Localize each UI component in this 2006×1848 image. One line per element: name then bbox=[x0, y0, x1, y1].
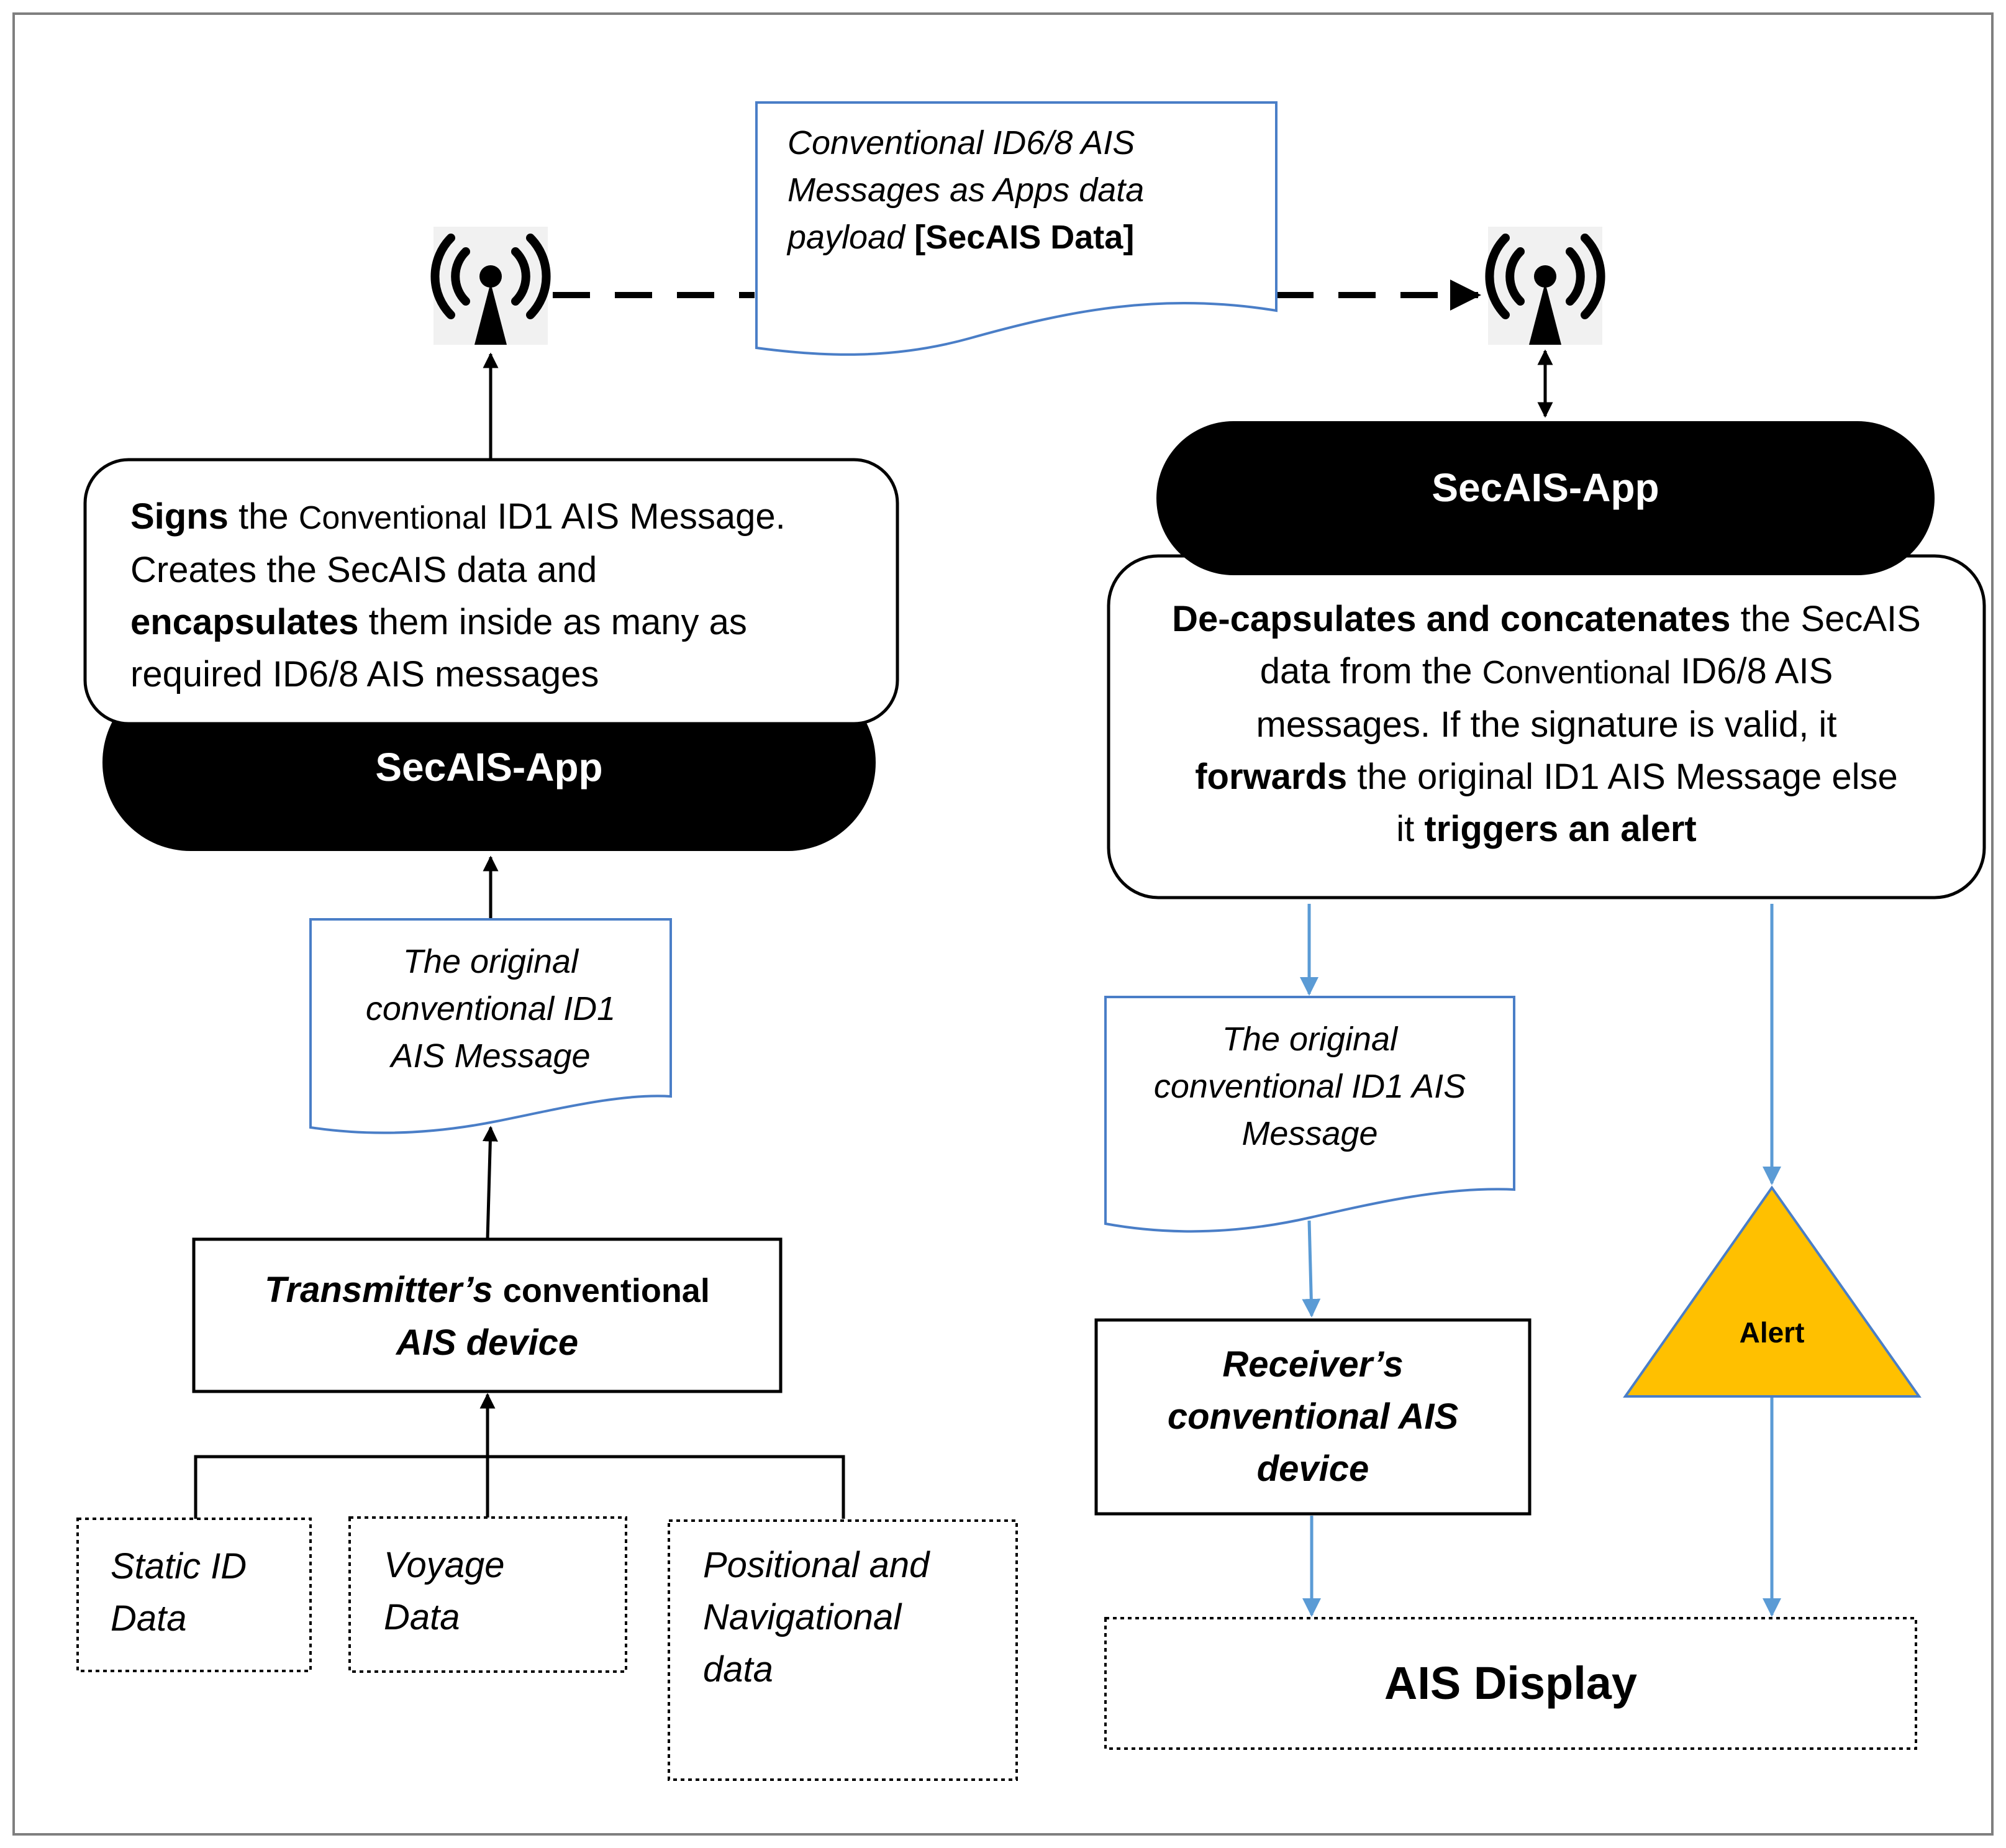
desc-word: Conventional bbox=[1482, 655, 1671, 691]
desc-word: Conventional bbox=[298, 500, 488, 536]
msg-line: The original bbox=[1222, 1021, 1398, 1058]
transmitter-device-label: Transmitter’s conventional AIS device bbox=[194, 1264, 781, 1369]
receiver-app-pill bbox=[1156, 421, 1935, 575]
forwards-word: forwards bbox=[1195, 757, 1348, 797]
desc-line: required ID6/8 AIS messages bbox=[130, 654, 599, 694]
transmitter-app-desc-box bbox=[83, 458, 899, 726]
device-word: conventional bbox=[502, 1272, 710, 1309]
desc-word: ID1 AIS Message. bbox=[497, 496, 786, 537]
top-message-text: Conventional ID6/8 AIS Messages as Apps … bbox=[787, 119, 1259, 261]
device-line: conventional AIS bbox=[1167, 1396, 1459, 1437]
receiver-message-document bbox=[1104, 996, 1515, 1233]
desc-line: messages. If the signature is valid, it bbox=[1256, 704, 1837, 745]
arrow-device-to-message bbox=[482, 1126, 498, 1240]
outer-frame bbox=[12, 12, 1994, 1836]
device-line: Receiver’s bbox=[1222, 1344, 1404, 1385]
source-line: Positional and bbox=[703, 1545, 930, 1585]
source-line: Data bbox=[384, 1597, 460, 1637]
decapsulates-phrase: De-capsulates and concatenates bbox=[1172, 599, 1731, 639]
receiver-app-desc: De-capsulates and concatenates the SecAI… bbox=[1118, 593, 1975, 855]
top-message-line2: Messages as Apps data bbox=[787, 171, 1145, 209]
arrow-message-to-device bbox=[1302, 1220, 1321, 1318]
source-line: data bbox=[703, 1649, 773, 1690]
desc-word: the original ID1 AIS Message else bbox=[1357, 757, 1898, 797]
top-message-line1: Conventional ID6/8 AIS bbox=[787, 124, 1135, 162]
transmitter-message-document bbox=[309, 918, 672, 1134]
source-line: Navigational bbox=[703, 1597, 902, 1637]
source-box-static bbox=[76, 1518, 312, 1672]
transmitter-message-text: The original conventional ID1 AIS Messag… bbox=[311, 938, 671, 1080]
receiver-device-label: Receiver’s conventional AIS device bbox=[1096, 1339, 1530, 1495]
desc-word: them inside as many as bbox=[368, 602, 747, 642]
source-static-text: Static ID Data bbox=[111, 1541, 309, 1645]
source-positional-text: Positional and Navigational data bbox=[703, 1539, 1014, 1696]
transmitter-app-label: SecAIS-App bbox=[375, 745, 603, 790]
desc-word: the bbox=[238, 496, 289, 537]
top-message-line3: payload bbox=[787, 219, 905, 256]
source-voyage-text: Voyage Data bbox=[384, 1539, 620, 1644]
ais-display-label: AIS Display bbox=[1384, 1657, 1638, 1709]
desc-word: the SecAIS bbox=[1740, 599, 1921, 639]
alert-label: Alert bbox=[1739, 1316, 1805, 1349]
msg-line: conventional ID1 AIS bbox=[1153, 1068, 1466, 1105]
source-line: Voyage bbox=[384, 1545, 505, 1585]
device-line: AIS device bbox=[396, 1322, 579, 1363]
alert-triangle bbox=[1623, 1185, 1922, 1398]
msg-line: AIS Message bbox=[391, 1037, 591, 1075]
triggers-alert-phrase: triggers an alert bbox=[1424, 809, 1697, 849]
source-line: Static ID bbox=[111, 1546, 247, 1586]
msg-line: Message bbox=[1241, 1115, 1378, 1152]
antenna-icon bbox=[1485, 227, 1605, 345]
sources-connector bbox=[194, 1455, 845, 1519]
transmitter-app-desc: Signs the Conventional ID1 AIS Message. … bbox=[130, 491, 888, 701]
device-word: Transmitter’s bbox=[265, 1270, 493, 1310]
desc-word: ID6/8 AIS bbox=[1681, 651, 1833, 691]
msg-line: The original bbox=[402, 943, 579, 980]
desc-word: data from the bbox=[1259, 651, 1473, 691]
secais-data-label: [SecAIS Data] bbox=[914, 219, 1135, 256]
desc-line: Creates the SecAIS data and bbox=[130, 550, 597, 590]
receiver-device-box bbox=[1094, 1318, 1532, 1516]
desc-word: it bbox=[1396, 809, 1415, 849]
encapsulates-word: encapsulates bbox=[130, 602, 359, 642]
transmitter-device-box bbox=[192, 1237, 783, 1393]
top-message-document bbox=[755, 101, 1278, 356]
ais-display-box bbox=[1104, 1617, 1917, 1750]
receiver-app-label: SecAIS-App bbox=[1432, 465, 1659, 510]
device-line: device bbox=[1256, 1449, 1369, 1489]
msg-line: conventional ID1 bbox=[365, 990, 616, 1027]
antenna-icon bbox=[430, 227, 551, 345]
source-box-positional bbox=[668, 1519, 1018, 1781]
source-box-voyage bbox=[348, 1516, 627, 1673]
source-line: Data bbox=[111, 1598, 187, 1639]
receiver-message-text: The original conventional ID1 AIS Messag… bbox=[1105, 1016, 1514, 1157]
signs-word: Signs bbox=[130, 496, 229, 537]
